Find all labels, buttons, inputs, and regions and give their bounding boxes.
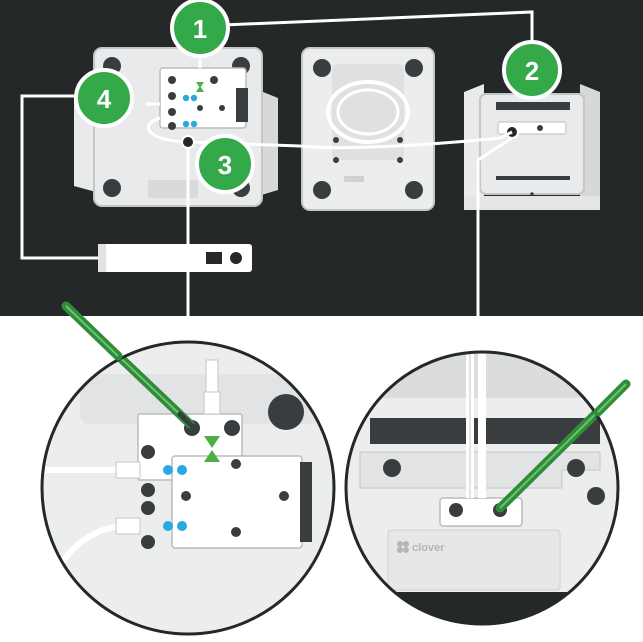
step-number-3: 3 (218, 150, 232, 180)
clover-logo: clover (397, 541, 445, 554)
port-icon (230, 252, 242, 264)
connection-cables (20, 10, 534, 352)
ethernet-hub (98, 244, 252, 272)
step-badge-4: 4 (74, 68, 134, 128)
step-number-2: 2 (525, 56, 539, 86)
zoom-detail-printer-port: clover (344, 350, 631, 626)
tool-icon (61, 342, 197, 431)
zoom-detail-station-connectors (40, 301, 336, 636)
step-number-4: 4 (97, 84, 112, 114)
screen-bottom-view (301, 47, 435, 211)
step-badge-1: 1 (170, 0, 230, 58)
step-badge-2: 2 (502, 40, 562, 100)
printer-bottom-view (464, 84, 600, 210)
ethernet-port-icon (206, 252, 222, 264)
step-number-1: 1 (193, 14, 207, 44)
brand-logo-text: clover (412, 542, 445, 554)
step-badge-3: 3 (195, 134, 255, 194)
